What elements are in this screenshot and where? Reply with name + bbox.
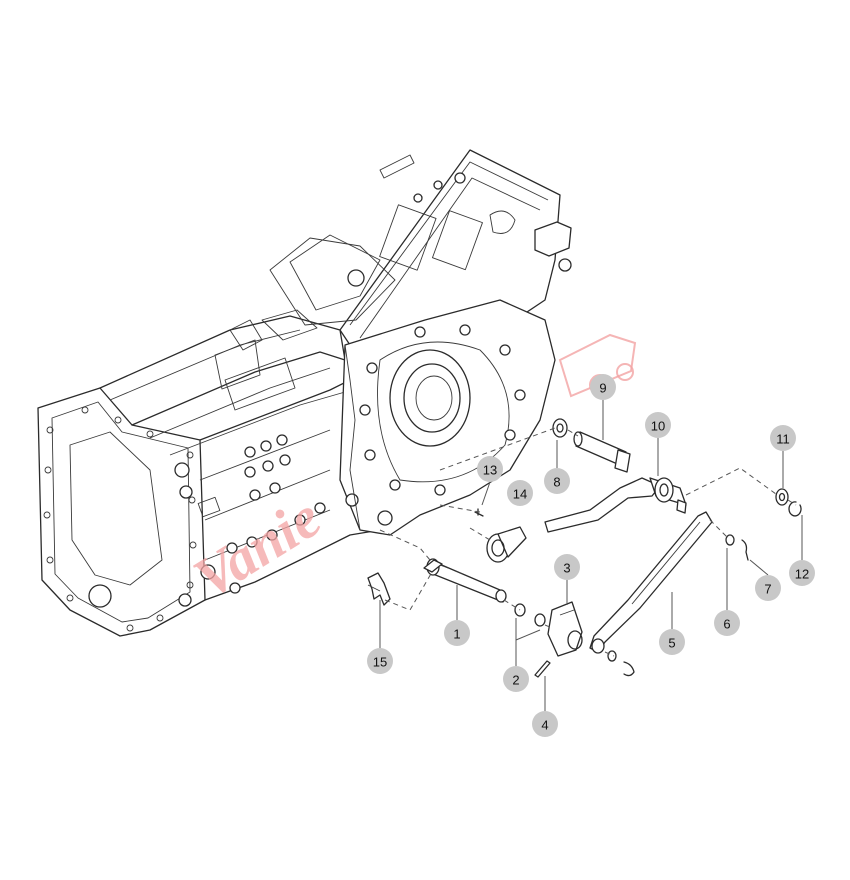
part-4-pin	[534, 660, 551, 678]
callout-number: 1	[453, 627, 460, 642]
callout-circle	[503, 666, 529, 692]
callout-circle	[367, 648, 393, 674]
callout-circle	[444, 620, 470, 646]
callout-circle	[755, 575, 781, 601]
callout-12: 12	[789, 560, 815, 586]
part-7-split-pin	[623, 539, 749, 677]
callout-number: 12	[795, 567, 809, 582]
part-13-bolt	[474, 508, 484, 517]
callout-number: 15	[373, 655, 387, 670]
callout-number: 11	[776, 432, 790, 447]
callout-14: 14	[507, 480, 533, 506]
part-3-bracket	[547, 601, 583, 657]
part-1-shaft	[423, 558, 507, 603]
part-9-shaft	[573, 431, 631, 473]
callout-circle	[789, 560, 815, 586]
callout-9: 9	[590, 374, 616, 400]
callout-number: 3	[563, 561, 570, 576]
callout-circle	[554, 554, 580, 580]
callout-circle	[770, 425, 796, 451]
callout-circle	[714, 610, 740, 636]
callout-circle	[659, 629, 685, 655]
callout-number: 13	[483, 463, 497, 478]
part-10-arm	[544, 477, 687, 533]
callout-7: 7	[755, 575, 781, 601]
callout-circle	[645, 412, 671, 438]
callout-number: 14	[513, 487, 527, 502]
callout-number: 6	[723, 617, 730, 632]
callout-2: 2	[503, 666, 529, 692]
callout-circle	[477, 456, 503, 482]
part-15-fork	[367, 572, 391, 606]
callout-number: 8	[553, 475, 560, 490]
callout-number: 10	[651, 419, 665, 434]
callout-number: 9	[599, 381, 606, 396]
callout-5: 5	[659, 629, 685, 655]
part-5-lever	[589, 511, 713, 654]
part-11-washer	[775, 488, 789, 506]
callout-circle	[507, 480, 533, 506]
callout-10: 10	[645, 412, 671, 438]
transmission-housing	[37, 149, 572, 637]
callout-6: 6	[714, 610, 740, 636]
callout-number: 4	[541, 718, 548, 733]
callout-11: 11	[770, 425, 796, 451]
callout-8: 8	[544, 468, 570, 494]
callout-1: 1	[444, 620, 470, 646]
callout-number: 7	[764, 582, 771, 597]
callout-circle	[544, 468, 570, 494]
part-2-washers	[514, 603, 546, 627]
part-14-knob	[486, 526, 527, 563]
part-6-washer	[607, 534, 735, 662]
leader-lines	[379, 400, 803, 711]
callout-circle	[532, 711, 558, 737]
callout-number: 5	[668, 636, 675, 651]
callout-circle	[590, 374, 616, 400]
watermark-text: Vanie	[182, 484, 331, 611]
callout-15: 15	[367, 648, 393, 674]
assembly-dashed-lines	[379, 427, 797, 657]
callout-13: 13	[477, 456, 503, 482]
part-8-seal	[552, 418, 568, 438]
callout-3: 3	[554, 554, 580, 580]
callout-number: 2	[512, 673, 519, 688]
callout-4: 4	[532, 711, 558, 737]
part-12-circlip	[788, 501, 802, 517]
